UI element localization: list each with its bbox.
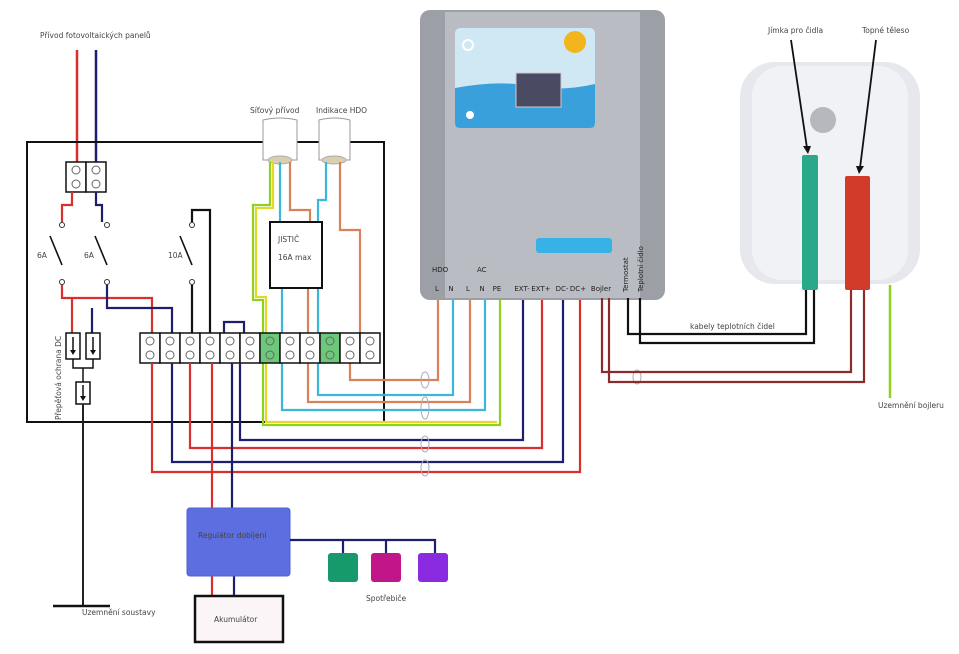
device-group-ac: AC	[477, 266, 487, 274]
terminal	[239, 332, 261, 364]
device-port-label: N	[448, 285, 453, 293]
mains-cable-gland	[262, 117, 298, 161]
charge-controller	[186, 507, 291, 577]
device-group-hdo: HDO	[432, 266, 449, 274]
heating-element	[845, 176, 870, 290]
terminal	[339, 332, 361, 364]
distribution-box	[26, 141, 385, 423]
pv-negative-to-strip	[105, 285, 174, 333]
terminal	[279, 332, 301, 364]
consumer-bus	[290, 538, 437, 553]
hdo-n-wire	[316, 162, 455, 397]
boiler-wire-2	[607, 290, 866, 384]
label-mains-input: Síťový přívod	[250, 106, 300, 115]
label-charge-controller: Regulátor dobíjení	[198, 531, 267, 540]
label-sensor-well: Jímka pro čidla	[767, 26, 823, 35]
label-system-ground: Uzemnění soustavy	[82, 608, 156, 617]
battery	[193, 594, 285, 644]
breaker-10a	[179, 222, 195, 285]
consumer-1	[328, 553, 358, 582]
terminal	[219, 332, 241, 364]
label-breaker-1: 6A	[37, 251, 48, 260]
device-port-label: EXT-	[514, 285, 530, 293]
label-main-breaker: JISTIČ	[277, 235, 299, 244]
device-port-label: PE	[493, 285, 502, 293]
cable-bundle-markers	[420, 369, 642, 477]
terminal	[319, 332, 341, 364]
device-port-label: L	[435, 285, 439, 293]
terminal	[139, 332, 161, 364]
device-port-label: Termostat	[622, 257, 630, 293]
hdo-l-wire-out	[348, 298, 440, 382]
surge-protector	[65, 332, 101, 405]
device-port-label: EXT+	[531, 285, 550, 293]
terminal	[299, 332, 321, 364]
label-breaker-2: 6A	[84, 251, 95, 260]
terminal	[259, 332, 281, 364]
dc-plus-wire	[150, 298, 582, 474]
pe-wire	[251, 162, 502, 427]
device-port-label: Bojler	[591, 285, 611, 293]
pv-positive-to-breaker	[60, 192, 74, 222]
hdo-l-wire-in	[338, 162, 362, 333]
breaker-6a-1	[49, 222, 65, 285]
terminal	[179, 332, 201, 364]
heating-element-arrowhead	[856, 166, 864, 174]
pv-negative-to-breaker	[94, 192, 104, 222]
label-battery: Akumulátor	[214, 615, 258, 624]
terminal-jumper	[222, 320, 246, 333]
device-port-label: N	[479, 285, 484, 293]
ext-minus-wire	[238, 298, 525, 442]
main-breaker	[269, 221, 323, 289]
label-heating-element: Topné těleso	[861, 26, 910, 35]
device-display	[515, 72, 562, 108]
terminal-strip	[139, 332, 381, 364]
pe-wire-stripe	[254, 162, 497, 424]
label-pv-input: Přívod fotovoltaických panelů	[40, 31, 151, 40]
label-boiler-ground: Uzemnění bojleru	[878, 401, 944, 410]
boiler-wire-1	[600, 290, 853, 374]
label-surge-protection: Přepěťová ochrana DC	[54, 336, 63, 420]
label-breaker-3: 10A	[168, 251, 184, 260]
dc-minus-wire	[170, 298, 565, 464]
consumer-2	[371, 553, 401, 582]
device-port-label: DC-	[556, 285, 569, 293]
device-port-label: Teplotní čidlo	[637, 246, 645, 293]
consumer-3	[418, 553, 448, 582]
sensor-cable-2	[638, 290, 816, 345]
sensor-well-arrowhead	[803, 146, 811, 154]
solar-controller-device	[420, 10, 665, 300]
terminal	[159, 332, 181, 364]
pv-terminal	[65, 161, 107, 193]
terminal	[199, 332, 221, 364]
mains-l-to-breaker	[288, 162, 312, 222]
breaker-10a-wire-top	[190, 208, 212, 333]
label-main-breaker-rating: 16A max	[278, 253, 312, 262]
water-heater	[740, 62, 920, 284]
device-ports: L N L N PE EXT-EXT+ DC-DC+ Bojler Termostat Teplo…	[435, 246, 645, 293]
label-consumers: Spotřebiče	[366, 594, 407, 603]
device-port-label: DC+	[570, 285, 586, 293]
breaker-6a-2	[94, 222, 110, 285]
device-port-label: L	[466, 285, 470, 293]
sensor-well-arrow	[790, 39, 808, 149]
label-hdo-indication: Indikace HDO	[316, 106, 367, 115]
sun-icon	[564, 31, 586, 53]
label-sensor-cables: kabely teplotních čidel	[690, 322, 775, 331]
ext-plus-wire	[188, 298, 544, 450]
sensor-well	[802, 155, 818, 290]
heating-element-arrow	[859, 39, 877, 169]
sensor-cable-1	[626, 290, 808, 336]
terminal	[359, 332, 381, 364]
hdo-cable-gland	[318, 117, 351, 161]
